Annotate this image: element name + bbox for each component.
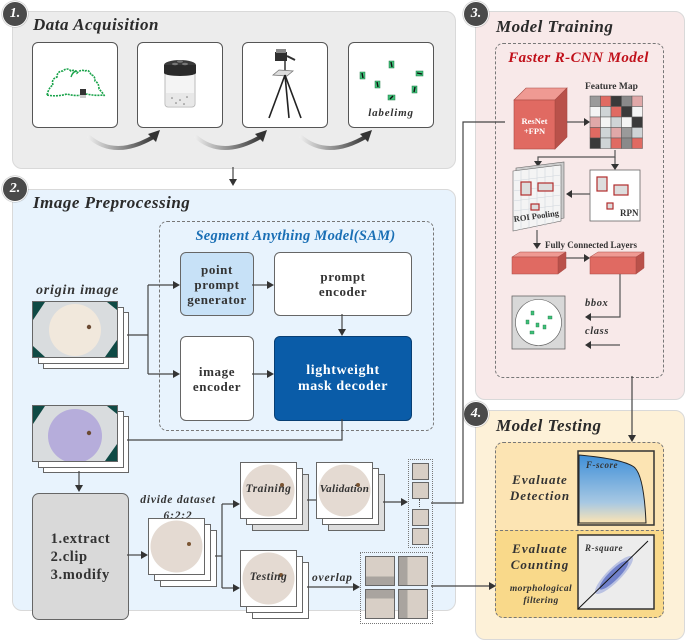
labeled-insects-icon [359,60,424,101]
evaluate-counting-label: Evaluate Counting [510,541,570,572]
extract-clip-modify-box: 1.extract 2.clip 3.modify [32,493,129,620]
training-label: Training [245,483,292,495]
model-training-panel [475,11,685,400]
bush-icon [46,68,106,98]
labelimg-label: labelimg [368,107,414,119]
training-image: Training [240,462,297,519]
sam-title: Segment Anything Model(SAM) [195,228,396,244]
curved-arrow-2 [193,130,267,150]
model-training-title: Model Training [496,17,614,36]
morphological-filtering-label: morphological filtering [509,584,573,606]
rpn-label: RPN [620,208,639,218]
overlap-patch [365,556,395,586]
petri-dish-testing-icon [242,552,295,605]
petri-dish-crop-icon [150,520,203,573]
masked-image-photo [32,405,118,462]
feature-map-grid [589,95,643,149]
acquisition-step-labelimg: labelimg [348,42,434,128]
training-patch [412,509,429,526]
resnet-fpn-label: ResNet +FPN [521,116,548,136]
feature-map-cell [631,137,643,149]
prompt-encoder: prompt encoder [274,252,412,316]
faster-rcnn-title: Faster R-CNN Model [508,50,649,66]
detection-result-image [511,295,566,350]
acquisition-flow-arrows [86,130,372,150]
origin-image-photo [32,301,118,358]
roi-pooling-grid [512,161,565,232]
specimen-jar-icon [164,60,196,108]
fully-connected-layers-label: Fully Connected Layers [545,240,637,250]
acquisition-step-field [32,42,118,128]
tripod-camera-icon [268,49,302,119]
ellipsis-icon [419,499,421,507]
rpn-box [589,169,641,222]
data-acquisition-title: Data Acquisition [33,15,159,34]
testing-label: Testing [249,571,288,583]
faster-rcnn-container [495,43,664,378]
rsquare-label: R-square [585,543,624,553]
fscore-curve [578,454,647,524]
overlap-label: overlap [312,572,353,584]
rsquare-chart [577,534,655,610]
validation-label: Validation [319,483,370,495]
step-badge-3: 3. [463,1,489,27]
origin-image-label: origin image [36,283,120,298]
step-badge-2: 2. [2,176,28,202]
fscore-label: F-score [586,460,618,470]
fc-layer-2 [589,251,645,275]
overlap-patch [365,589,395,619]
testing-image: Testing [240,550,297,607]
acquisition-step-camera [242,42,328,128]
petri-dish-origin-icon [33,302,117,357]
feature-map-label: Feature Map [585,82,638,92]
resnet-fpn-cube [513,87,568,150]
acquisition-step-jar [137,42,223,128]
fc-layer-1 [511,251,567,275]
sam-container [159,221,434,431]
training-patch [412,482,429,499]
faster-rcnn-diagram [511,87,645,350]
divided-dataset-image [148,518,205,575]
petri-dish-masked-icon [33,406,117,461]
point-prompt-generator: point prompt generator [180,252,254,316]
training-patch [412,463,429,480]
petri-dish-validation-icon [318,464,371,517]
curved-arrow-3 [298,130,372,150]
bbox-label: bbox [585,298,609,309]
training-patch [412,528,429,545]
class-label: class [585,326,609,337]
curved-arrow-1 [86,130,160,150]
overlap-patch [398,556,428,586]
step-badge-1: 1. [2,1,28,27]
testing-overlap-patches-group [360,552,433,624]
lightweight-mask-decoder: lightweight mask decoder [274,336,412,421]
evaluate-detection-label: Evaluate Detection [509,472,571,503]
regression-line [577,540,649,610]
image-preprocessing-title: Image Preprocessing [33,193,191,212]
model-testing-title: Model Testing [496,416,602,435]
validation-image: Validation [316,462,373,519]
petri-dish-training-icon [242,464,295,517]
image-encoder: image encoder [180,336,254,421]
fscore-chart [577,450,655,526]
overlap-patch [398,589,428,619]
